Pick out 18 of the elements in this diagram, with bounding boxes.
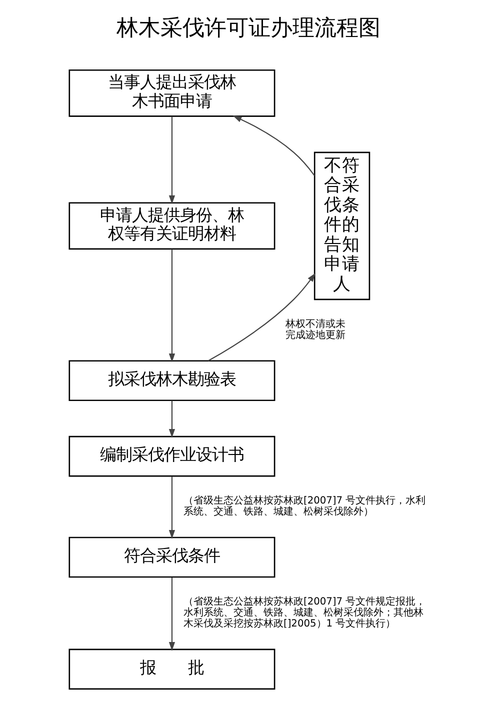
arrow [168, 400, 175, 438]
edge-label: （省级生态公益林按苏林政[2007]7 号文件规定报批，水利系统、交通、铁路、城建、松树采伐除外；其他林木采伐及采挖按苏林政[]2005）1 号文件执行） [182, 596, 426, 630]
node-box: 报 批 [68, 648, 275, 690]
arrow [168, 249, 175, 362]
edge-label: 林权不清或未完成迹地更新 [285, 319, 346, 342]
node-box: 不符合采伐条件的告知申请人 [313, 152, 370, 300]
arrow [208, 273, 315, 362]
arrow [168, 476, 175, 539]
arrow [232, 116, 314, 176]
node-box: 符合采伐条件 [68, 536, 275, 578]
node-box: 当事人提出采伐林木书面申请 [68, 69, 275, 117]
node-box: 编制采伐作业设计书 [68, 436, 275, 477]
node-box: 拟采伐林木勘验表 [68, 360, 275, 402]
edge-label: （省级生态公益林按苏林政[2007]7 号文件执行，水利系统、交通、铁路、城建、松树采伐除外） [182, 496, 426, 518]
node-box: 申请人提供身份、林权等有关证明材料 [68, 202, 275, 250]
arrow [168, 116, 175, 204]
diagram-title: 林木采伐许可证办理流程图 [116, 16, 380, 42]
arrow [168, 577, 175, 651]
